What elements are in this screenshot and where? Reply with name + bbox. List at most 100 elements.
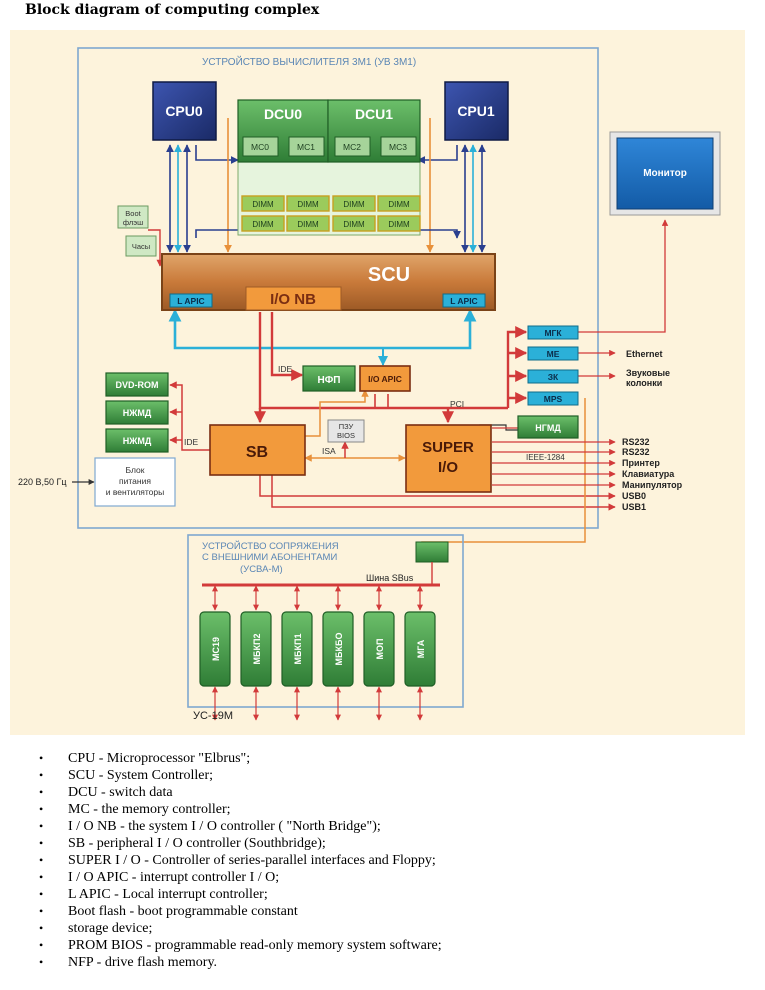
page-title: Block diagram of computing complex bbox=[25, 2, 320, 18]
pci-bus-label: PCI bbox=[450, 399, 464, 409]
usva-label-1: УСТРОЙСТВО СОПРЯЖЕНИЯ bbox=[202, 540, 339, 552]
dimm-label: DIMM bbox=[297, 220, 319, 229]
module-mbkp1-label: МБКП1 bbox=[293, 634, 303, 665]
io-nb-label: I/O NB bbox=[270, 291, 316, 308]
speakers-label-2: колонки bbox=[626, 378, 662, 388]
ide-top-label: IDE bbox=[278, 364, 293, 374]
port-usb0: USB0 bbox=[622, 491, 646, 501]
legend-item: I / O NB - the system I / O controller (… bbox=[25, 818, 442, 835]
peripheral-controllers: МГК ME ЗК MPS bbox=[527, 325, 579, 406]
cpu0-block: CPU0 bbox=[152, 81, 217, 141]
mc1-label: MC1 bbox=[297, 142, 315, 152]
boot-clock-link bbox=[148, 229, 164, 267]
speakers-label-1: Звуковые bbox=[626, 368, 670, 378]
port-rs232-2: RS232 bbox=[622, 447, 650, 457]
mc1-box bbox=[288, 136, 325, 157]
me-label: ME bbox=[547, 349, 560, 359]
cpu1-label: CPU1 bbox=[457, 103, 495, 119]
legend-item: MC - the memory controller; bbox=[25, 801, 442, 818]
prom-bios-label-2: BIOS bbox=[337, 431, 355, 440]
port-keyboard: Клавиатура bbox=[622, 469, 675, 479]
me-box bbox=[527, 346, 579, 361]
usva-label-2: С ВНЕШНИМИ АБОНЕНТАМИ bbox=[202, 552, 337, 563]
mc2-label: MC2 bbox=[343, 142, 361, 152]
module-mop bbox=[363, 611, 395, 687]
psu-label-1: Блок bbox=[126, 465, 145, 475]
lapic-right-label: L APIC bbox=[450, 296, 477, 306]
boot-flash-label-2: флэш bbox=[123, 218, 143, 227]
io-apic-label: I/O APIC bbox=[368, 374, 402, 384]
hdd1-block: НЖМД bbox=[105, 400, 169, 425]
port-usb1: USB1 bbox=[622, 502, 646, 512]
module-mga bbox=[404, 611, 436, 687]
us-19m-label: УС-19М bbox=[193, 710, 233, 722]
legend-item: CPU - Microprocessor "Elbrus"; bbox=[25, 750, 442, 767]
legend-item: NFP - drive flash memory. bbox=[25, 954, 442, 971]
io-nb-box bbox=[245, 286, 342, 311]
ieee-1284-label: IEEE-1284 bbox=[526, 453, 565, 462]
legend-item: Boot flash - boot programmable constant bbox=[25, 903, 442, 920]
ngmd-label: НГМД bbox=[535, 423, 561, 433]
super-io-block: SUPER I/O bbox=[405, 424, 492, 493]
legend-item: SCU - System Controller; bbox=[25, 767, 442, 784]
super-io-label-1: SUPER bbox=[422, 439, 474, 456]
sb-label: SB bbox=[246, 444, 268, 461]
peripheral-output-lines bbox=[578, 219, 669, 380]
dimm-label: DIMM bbox=[252, 200, 274, 209]
legend-list: CPU - Microprocessor "Elbrus"; SCU - Sys… bbox=[25, 750, 442, 971]
cpu0-label: CPU0 bbox=[165, 103, 203, 119]
module-mop-label: МОП bbox=[375, 639, 385, 660]
pci-bus-lines bbox=[254, 312, 528, 424]
module-mbkp2-label: МБКП2 bbox=[252, 634, 262, 665]
sbus-label: Шина SBus bbox=[366, 573, 414, 583]
lapic-right-box bbox=[442, 293, 486, 308]
lapic-left-label: L APIC bbox=[177, 296, 204, 306]
ide-left-label: IDE bbox=[184, 437, 199, 447]
dimm-label: DIMM bbox=[343, 200, 365, 209]
dimm-label: DIMM bbox=[252, 220, 274, 229]
dimm-modules: DIMM DIMM DIMM DIMM DIMM DIMM DIMM DIMM bbox=[241, 195, 421, 232]
clock-block: Часы bbox=[125, 235, 157, 257]
usva-interface-box bbox=[415, 541, 449, 563]
legend-item: SB - peripheral I / O controller (Southb… bbox=[25, 835, 442, 852]
lapic-loop bbox=[168, 308, 477, 350]
legend-item: DCU - switch data bbox=[25, 784, 442, 801]
mps-box bbox=[527, 391, 579, 406]
dcu-block: DCU0 DCU1 bbox=[237, 99, 421, 236]
module-ms19-label: МС19 bbox=[211, 637, 221, 661]
zk-label: ЗК bbox=[548, 372, 559, 382]
dimm-label: DIMM bbox=[388, 200, 410, 209]
port-rs232-1: RS232 bbox=[622, 437, 650, 447]
hdd1-label: НЖМД bbox=[123, 408, 152, 418]
zk-box bbox=[527, 369, 579, 384]
mc2-box bbox=[334, 136, 371, 157]
port-manipulator: Манипулятор bbox=[622, 480, 683, 490]
isa-label: ISA bbox=[322, 446, 336, 456]
sb-block: SB bbox=[209, 424, 306, 476]
mgk-label: МГК bbox=[544, 328, 562, 338]
hdd2-label: НЖМД bbox=[123, 436, 152, 446]
hdd2-block: НЖМД bbox=[105, 428, 169, 453]
lapic-left-box bbox=[169, 293, 213, 308]
dimm-label: DIMM bbox=[297, 200, 319, 209]
power-input-label: 220 В,50 Гц bbox=[18, 477, 67, 487]
mc3-box bbox=[380, 136, 417, 157]
scu-block: SCU I/O NB L APIC L APIC bbox=[161, 253, 496, 311]
legend-item: storage device; bbox=[25, 920, 442, 937]
dimm-label: DIMM bbox=[388, 220, 410, 229]
boot-flash-block: Boot флэш bbox=[117, 205, 149, 229]
ngmd-block: НГМД bbox=[517, 415, 579, 439]
boot-flash-label-1: Boot bbox=[125, 209, 141, 218]
dvd-rom-label: DVD-ROM bbox=[116, 380, 159, 390]
legend-item: L APIC - Local interrupt controller; bbox=[25, 886, 442, 903]
module-mbkbo bbox=[322, 611, 354, 687]
legend-item: SUPER I / O - Controller of series-paral… bbox=[25, 852, 442, 869]
usva-label-3: (УСВА-М) bbox=[240, 564, 283, 575]
usva-module-links bbox=[212, 585, 423, 721]
dcu0-label: DCU0 bbox=[264, 106, 302, 122]
monitor-block: Монитор bbox=[609, 131, 721, 216]
uv-3m1-frame bbox=[77, 47, 599, 529]
legend-item: I / O APIC - interrupt controller I / O; bbox=[25, 869, 442, 886]
module-mga-label: МГА bbox=[416, 639, 426, 658]
mps-label: MPS bbox=[544, 394, 563, 404]
